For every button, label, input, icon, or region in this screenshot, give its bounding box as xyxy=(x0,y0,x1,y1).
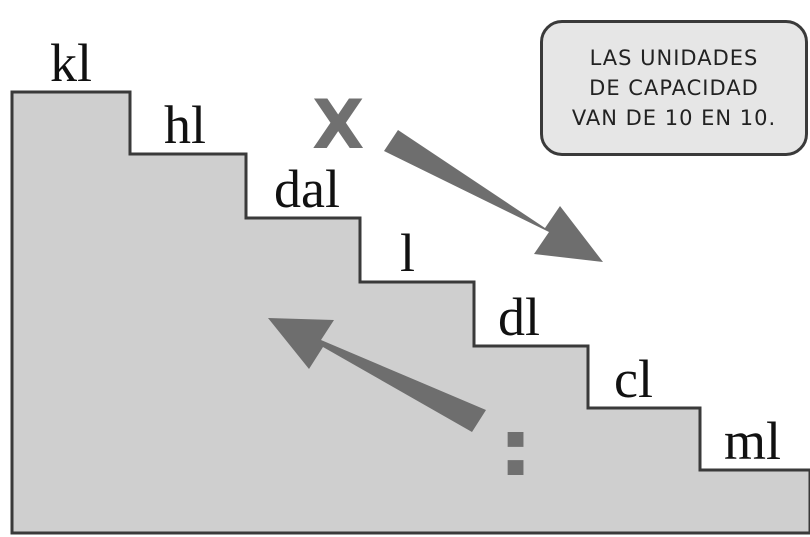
arrow-down-right-icon xyxy=(384,130,603,262)
unit-label-cl: cl xyxy=(614,349,653,409)
unit-label-ml: ml xyxy=(724,411,782,471)
multiply-symbol: X xyxy=(312,86,365,165)
unit-label-hl: hl xyxy=(164,95,207,155)
unit-label-l: l xyxy=(400,223,416,283)
note-line: DE CAPACIDAD xyxy=(589,76,759,100)
divide-symbol: : xyxy=(497,404,534,494)
note-line: VAN DE 10 EN 10. xyxy=(571,106,777,130)
note-box: LAS UNIDADES DE CAPACIDAD VAN DE 10 EN 1… xyxy=(540,20,808,156)
note-line: LAS UNIDADES xyxy=(589,46,759,70)
unit-label-dl: dl xyxy=(498,287,541,347)
unit-label-kl: kl xyxy=(50,33,93,93)
arrow-up-left-icon xyxy=(268,318,486,432)
unit-label-dal: dal xyxy=(274,159,340,219)
staircase xyxy=(10,90,810,535)
